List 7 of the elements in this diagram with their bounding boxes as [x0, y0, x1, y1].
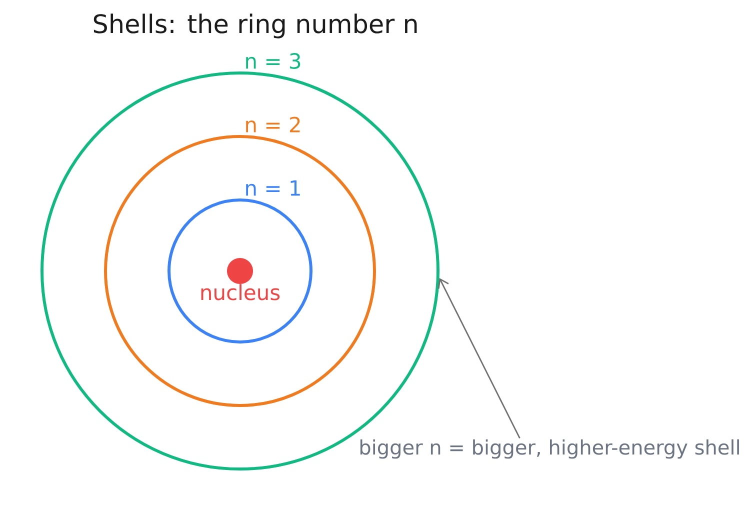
- leader-arrow: [438, 278, 520, 438]
- shell-label: n = 2: [246, 116, 300, 132]
- shell-label: n = 1: [246, 180, 300, 196]
- note-text: bigger n = bigger, higher-energy shell: [360, 439, 739, 459]
- nucleus-label: nucleus: [201, 284, 280, 300]
- title: Shells: the ring number n: [94, 14, 417, 38]
- shell-label: n = 3: [246, 53, 300, 69]
